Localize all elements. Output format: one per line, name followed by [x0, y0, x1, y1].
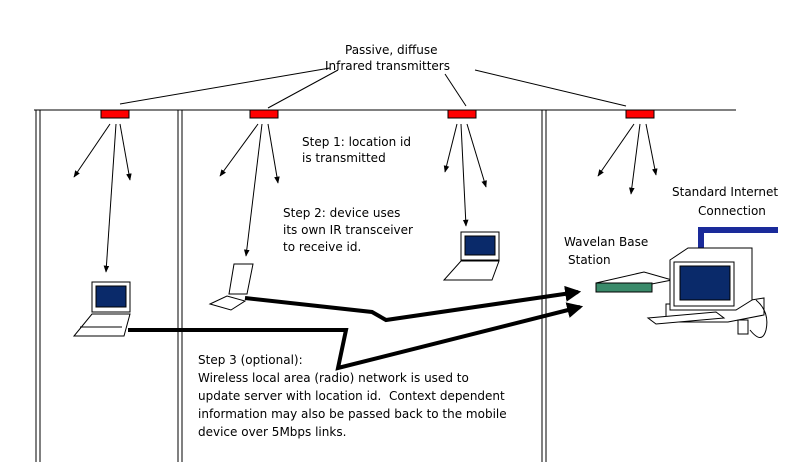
ir-arrow — [103, 123, 117, 273]
ir-transmitter-icon — [249, 109, 279, 119]
step2-label-line-3: to receive id. — [283, 240, 362, 254]
ir-emission-arrows — [73, 123, 658, 273]
ir-arrow — [443, 123, 458, 173]
callout-line-1 — [119, 67, 331, 105]
callout-lines — [119, 67, 627, 109]
ir-arrow — [460, 123, 469, 227]
base-station-label-line-2: Station — [568, 253, 611, 267]
base-station-icon — [595, 271, 673, 293]
base-station-label-line-1: Wavelan Base — [564, 235, 649, 249]
ir-arrow — [645, 123, 658, 176]
callout-line-4 — [474, 69, 627, 107]
ir-arrow — [466, 123, 487, 188]
ir-transmitter-icon — [447, 109, 477, 119]
callout-line-2 — [267, 69, 339, 109]
step2-label-line-1: Step 2: device uses — [283, 206, 401, 220]
ir-arrow — [243, 123, 263, 257]
step3-label-line-5: device over 5Mbps links. — [198, 425, 347, 439]
ir-transmitter-icon — [100, 109, 130, 119]
ir-arrow — [219, 123, 259, 177]
ir-transmitter-icon — [625, 109, 655, 119]
internet-label-line-1: Standard Internet — [672, 185, 779, 199]
callout-line-3 — [444, 73, 467, 107]
ir-arrow — [73, 123, 111, 178]
transmitters-label-line-2: Infrared transmitters — [325, 59, 450, 73]
ir-arrow — [597, 123, 635, 177]
wireless-link-pda — [244, 285, 582, 323]
ir-arrow — [267, 123, 280, 184]
pda-icon — [208, 263, 254, 311]
ir-arrow — [119, 123, 132, 181]
wireless-link-arrows — [128, 285, 584, 371]
internet-label-line-2: Connection — [698, 204, 766, 218]
step3-label-line-2: Wireless local area (radio) network is u… — [198, 371, 469, 385]
step1-label-line-2: is transmitted — [302, 151, 386, 165]
network-cable — [698, 227, 778, 253]
step2-label-line-2: its own IR transceiver — [283, 223, 413, 237]
step1-label-line-1: Step 1: location id — [302, 135, 412, 149]
step3-label-line-3: update server with location id. Context … — [198, 389, 505, 403]
server-computer-icon — [646, 247, 768, 338]
wireless-link-laptop — [128, 302, 584, 371]
laptop-icon — [442, 231, 500, 281]
laptop-icon — [72, 281, 131, 337]
ir-arrow — [629, 123, 641, 195]
transmitters-label-line-1: Passive, diffuse — [345, 43, 438, 57]
ir-transmitters — [100, 109, 655, 119]
step3-label-line-4: information may also be passed back to t… — [198, 407, 507, 421]
ceiling-and-walls — [34, 109, 736, 462]
step3-label-line-1: Step 3 (optional): — [198, 353, 303, 367]
